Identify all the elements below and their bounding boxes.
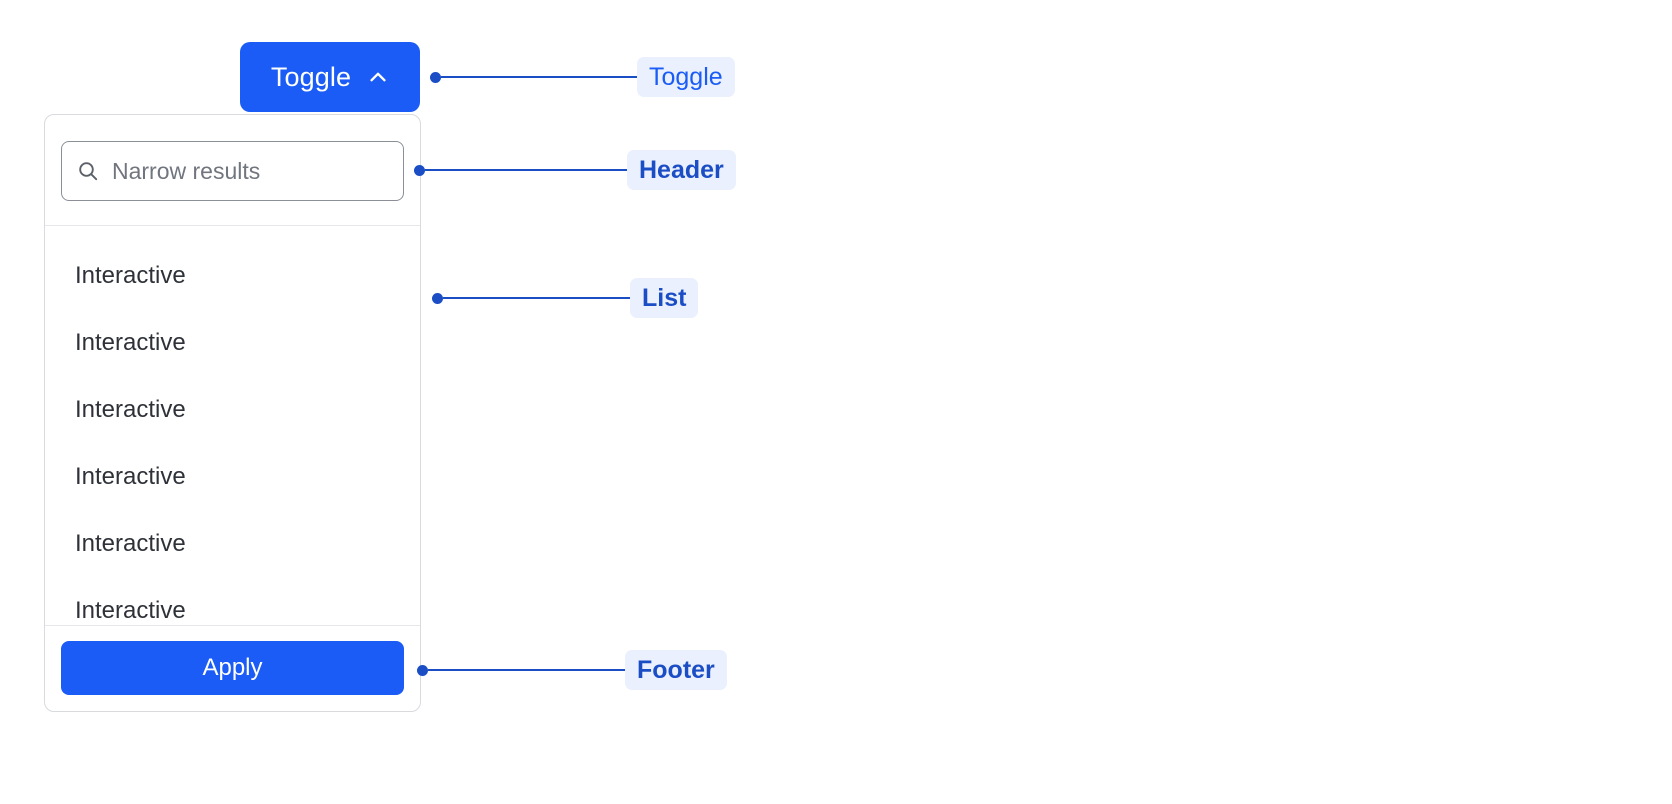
annotation-label: Footer (625, 649, 727, 691)
annotation-leader-line (441, 76, 637, 78)
list-item[interactable]: Interactive (75, 462, 186, 490)
dropdown-list: Interactive Interactive Interactive Inte… (45, 226, 420, 625)
annotation-dot (414, 164, 425, 176)
annotation-label: List (630, 277, 699, 319)
annotation-leader-line (428, 669, 625, 671)
annotation-leader-line (443, 297, 630, 299)
list-item[interactable]: Interactive (75, 529, 186, 557)
list-item[interactable]: Interactive (75, 395, 186, 423)
toggle-button-label: Toggle (270, 61, 352, 92)
annotation-leader-line (425, 169, 627, 171)
list-item[interactable]: Interactive (75, 328, 186, 356)
search-input[interactable]: Narrow results (61, 141, 404, 201)
dropdown-panel: Narrow results Interactive Interactive I… (44, 114, 421, 712)
search-placeholder-text: Narrow results (112, 157, 261, 184)
apply-button[interactable]: Apply (61, 641, 404, 695)
list-item[interactable]: Interactive (75, 596, 186, 624)
dropdown-footer: Apply (45, 625, 420, 711)
annotation-dot (430, 71, 441, 83)
annotation-label: Header (627, 149, 736, 191)
annotation-dot (432, 292, 443, 304)
list-item[interactable]: Interactive (75, 261, 186, 289)
chevron-up-icon (367, 66, 389, 88)
search-icon (76, 159, 100, 183)
annotation-dot (417, 664, 428, 676)
toggle-button[interactable]: Toggle (240, 42, 420, 112)
annotation-label: Toggle (637, 56, 735, 98)
dropdown-header: Narrow results (45, 115, 420, 226)
